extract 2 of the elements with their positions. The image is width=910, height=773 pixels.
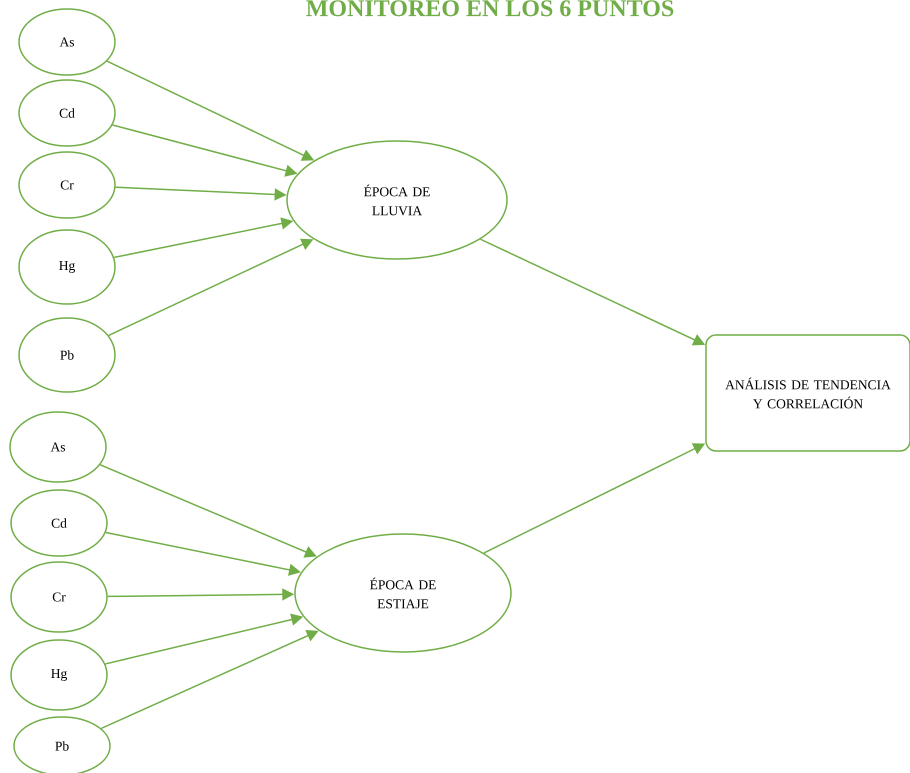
analysis-box: ANÁLISIS DE TENDENCIA Y CORRELACIÓN	[705, 334, 910, 452]
title: MONITOREO EN LOS 6 PUNTOS	[306, 0, 674, 16]
